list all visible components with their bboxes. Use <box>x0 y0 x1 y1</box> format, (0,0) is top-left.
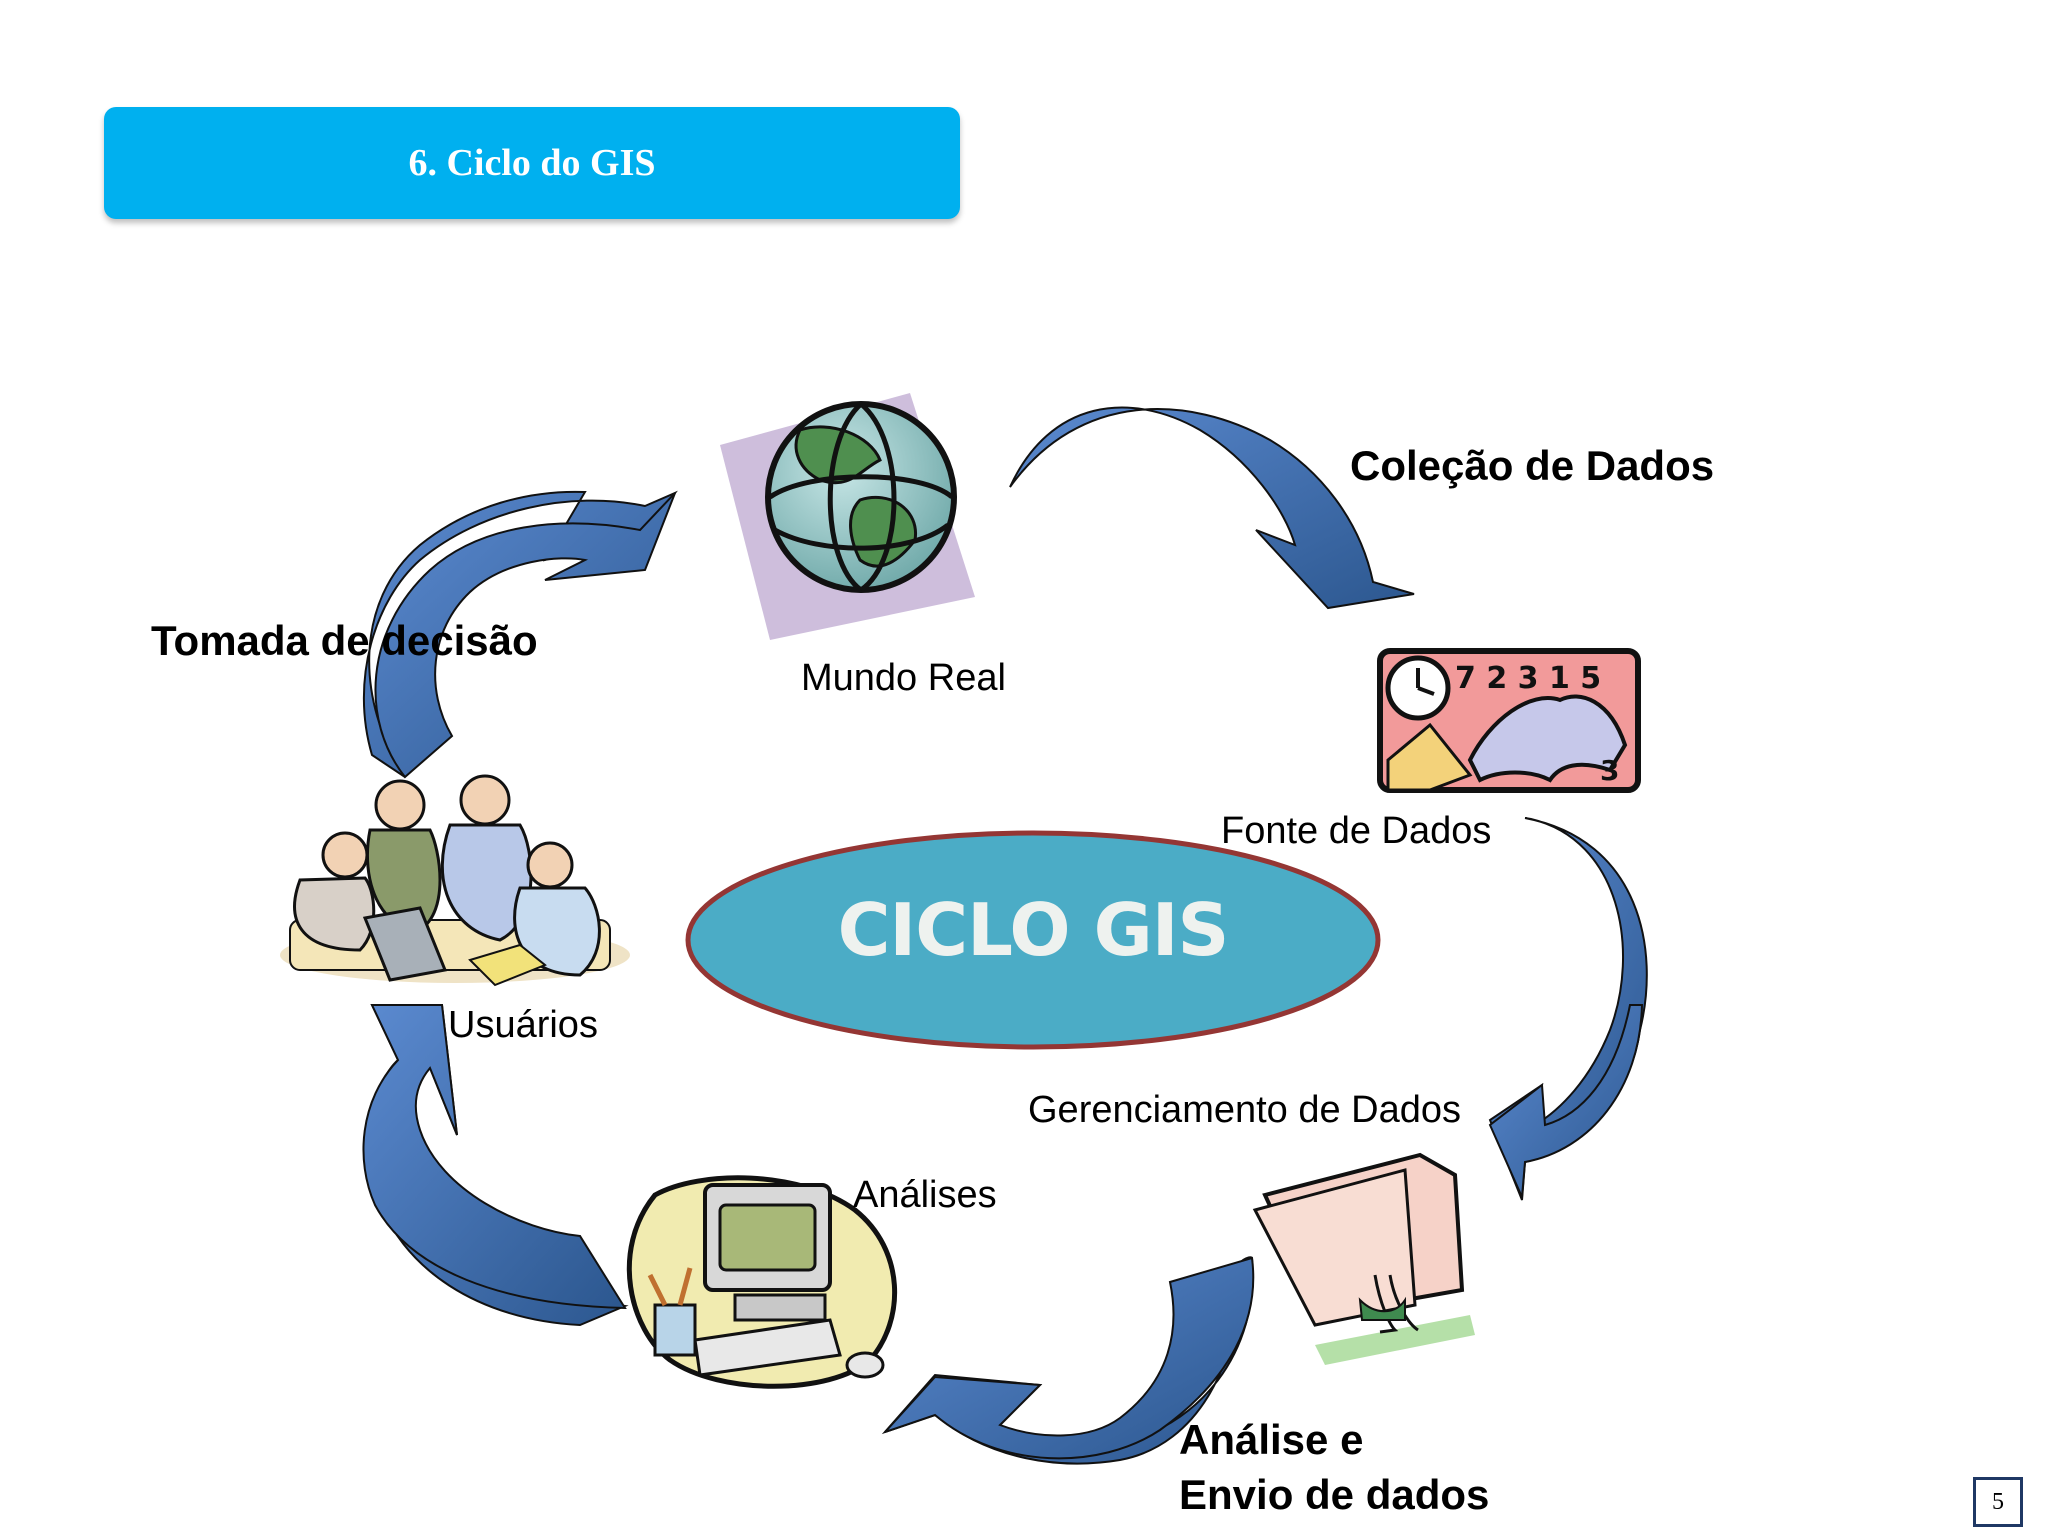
center-ellipse <box>685 830 1381 1050</box>
title-banner: 6. Ciclo do GIS <box>104 107 960 219</box>
stage-decisao: Tomada de decisão <box>151 617 538 664</box>
stage-analise-1: Análise e <box>1179 1416 1364 1463</box>
arrow-management-head <box>1488 1004 1644 1198</box>
users-icon <box>280 774 630 987</box>
arrow-analysis-body <box>884 1256 1255 1460</box>
globe-icon <box>720 393 975 640</box>
arrow-users-body <box>362 1004 627 1310</box>
label-mundo-real: Mundo Real <box>801 657 1006 699</box>
svg-text:3: 3 <box>1600 754 1619 787</box>
label-fonte-dados: Fonte de Dados <box>1221 810 1492 852</box>
svg-text:7 2 3 1 5: 7 2 3 1 5 <box>1455 661 1601 696</box>
label-gerenciamento: Gerenciamento de Dados <box>1028 1089 1462 1131</box>
slide-title: 6. Ciclo do GIS <box>408 142 656 184</box>
stage-coleta: Coleção de Dados <box>1350 442 1715 489</box>
label-analises: Análises <box>853 1174 997 1216</box>
arrow-collection <box>1009 406 1415 610</box>
data-source-icon: 7 2 3 1 5 3 <box>1377 648 1641 793</box>
stage-analise-2: Envio de dados <box>1179 1471 1490 1518</box>
center-label: CICLO GIS <box>837 888 1230 972</box>
arrow-decision-body <box>374 492 676 779</box>
page-number: 5 <box>1973 1477 2023 1527</box>
computer-icon <box>626 1175 898 1389</box>
label-usuarios: Usuários <box>448 1004 598 1046</box>
data-management-icon <box>1252 1152 1475 1365</box>
